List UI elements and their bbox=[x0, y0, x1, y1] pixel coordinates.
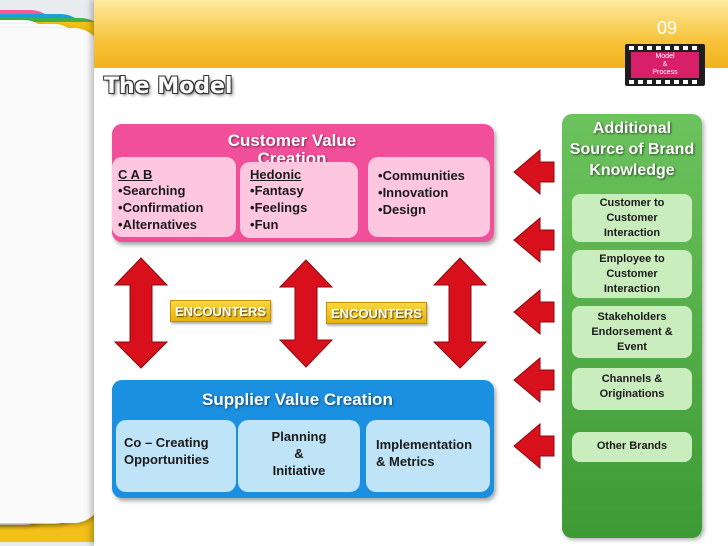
badge-line: Process bbox=[652, 69, 678, 76]
box-line: Opportunities bbox=[124, 452, 210, 467]
supplier-value-panel: Supplier Value Creation Co – Creating Op… bbox=[112, 380, 494, 498]
encounters-label: ENCOUNTERS bbox=[326, 302, 428, 324]
customer-value-panel: Customer Value Creation C A B Searching … bbox=[112, 124, 494, 242]
source-line: Customer bbox=[606, 212, 658, 224]
box-line: Implementation bbox=[376, 437, 473, 452]
arrow-left-icon bbox=[513, 422, 555, 470]
film-perforation bbox=[629, 46, 701, 50]
source-channels: Channels & Originations bbox=[572, 368, 692, 410]
arrow-left-icon bbox=[513, 356, 555, 404]
source-line: Interaction bbox=[603, 283, 661, 295]
list-item: Innovation bbox=[378, 184, 490, 201]
film-perforation bbox=[629, 80, 701, 84]
source-line: Customer bbox=[606, 268, 658, 280]
cab-box: C A B Searching Confirmation Alternative… bbox=[112, 157, 236, 237]
box-line: & bbox=[294, 446, 304, 461]
box-line: & Metrics bbox=[376, 454, 435, 469]
source-other-brands: Other Brands bbox=[572, 432, 692, 462]
box-header: C A B bbox=[118, 167, 153, 182]
list-item: Alternatives bbox=[118, 216, 236, 233]
communities-box: Communities Innovation Design bbox=[368, 157, 490, 237]
encounters-label: ENCOUNTERS bbox=[170, 300, 272, 322]
source-employee-to-customer: Employee to Customer Interaction bbox=[572, 250, 692, 298]
implementation-box: Implementation & Metrics bbox=[366, 420, 490, 492]
box-line: Initiative bbox=[272, 463, 326, 478]
page-title: The Model bbox=[104, 74, 233, 99]
source-line: Stakeholders bbox=[597, 311, 667, 323]
header-bar bbox=[94, 0, 728, 68]
page-number: 09 bbox=[657, 18, 678, 38]
badge-label: Model & Process bbox=[631, 52, 699, 78]
list-item: Confirmation bbox=[118, 199, 236, 216]
box-line: Co – Creating bbox=[124, 435, 209, 450]
supplier-panel-title: Supplier Value Creation bbox=[202, 390, 393, 409]
badge-line: Model bbox=[655, 53, 675, 60]
arrow-left-icon bbox=[513, 288, 555, 336]
arrow-left-icon bbox=[513, 216, 555, 264]
double-arrow-icon bbox=[113, 257, 169, 369]
box-line: Planning bbox=[271, 429, 327, 444]
source-line: Interaction bbox=[603, 227, 661, 239]
planning-box: Planning & Initiative bbox=[238, 420, 360, 492]
source-line: Employee to bbox=[599, 253, 665, 265]
hedonic-box: Hedonic Fantasy Feelings Fun bbox=[240, 162, 358, 238]
source-line: Originations bbox=[599, 388, 665, 400]
co-creating-box: Co – Creating Opportunities bbox=[116, 420, 236, 492]
list-item: Communities bbox=[378, 167, 490, 184]
brand-knowledge-title: Additional Source of Brand Knowledge bbox=[562, 118, 702, 181]
box-header: Hedonic bbox=[250, 167, 302, 182]
source-line: Channels & bbox=[601, 373, 663, 385]
filmstrip-icon: Model & Process bbox=[625, 44, 705, 86]
tab-page bbox=[0, 28, 102, 523]
double-arrow-icon bbox=[432, 257, 488, 369]
brand-knowledge-panel: Additional Source of Brand Knowledge Cus… bbox=[562, 114, 702, 538]
source-line: Other Brands bbox=[596, 440, 668, 452]
source-line: Endorsement & bbox=[591, 326, 673, 338]
list-item: Searching bbox=[118, 182, 236, 199]
badge-line: & bbox=[662, 61, 668, 68]
list-item: Fun bbox=[250, 216, 358, 233]
source-stakeholders: Stakeholders Endorsement & Event bbox=[572, 306, 692, 358]
source-arrows bbox=[513, 148, 555, 470]
title-line: Source of Brand bbox=[569, 141, 695, 158]
double-arrow-icon bbox=[278, 259, 334, 368]
source-line: Event bbox=[617, 341, 647, 353]
source-customer-to-customer: Customer to Customer Interaction bbox=[572, 194, 692, 242]
source-line: Customer to bbox=[599, 197, 665, 209]
arrow-left-icon bbox=[513, 148, 555, 196]
title-line: Knowledge bbox=[589, 162, 675, 179]
list-item: Design bbox=[378, 201, 490, 218]
title-line: Additional bbox=[592, 120, 672, 137]
list-item: Fantasy bbox=[250, 182, 358, 199]
vertical-arrows bbox=[113, 257, 488, 369]
slide: 09 Model & Process The Model Customer Va… bbox=[94, 0, 728, 546]
list-item: Feelings bbox=[250, 199, 358, 216]
